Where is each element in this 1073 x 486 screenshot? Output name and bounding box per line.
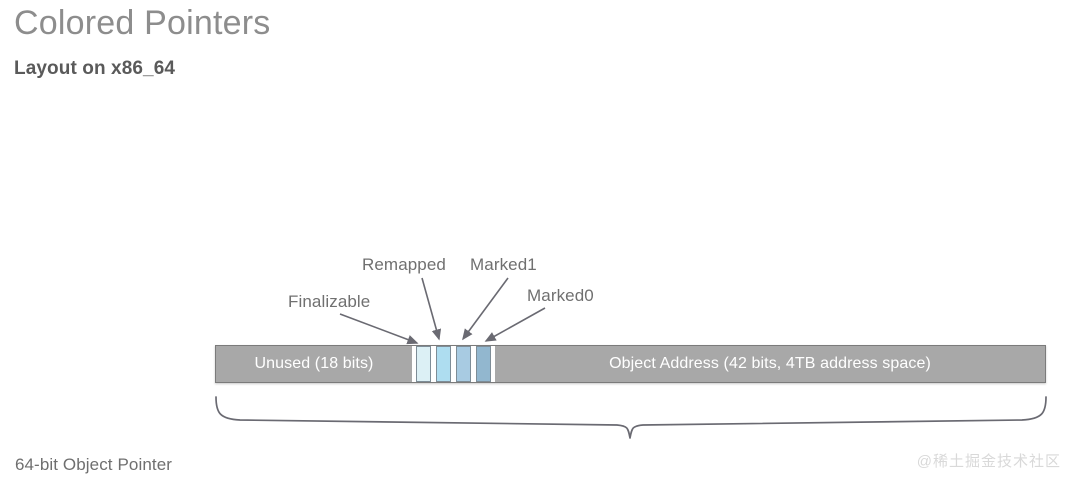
- watermark: @稀土掘金技术社区: [916, 453, 1061, 470]
- bar-bit-marked1: [455, 346, 472, 382]
- leader-arrow-remapped: [421, 277, 442, 341]
- bit-gap: [492, 346, 495, 382]
- bar-segment-unused: Unused (18 bits): [216, 346, 412, 382]
- bar-bit-remapped: [435, 346, 452, 382]
- callout-label-finalizable: Finalizable: [288, 292, 371, 311]
- callout-label-marked0: Marked0: [527, 286, 594, 305]
- bit-gap: [472, 346, 475, 382]
- bar-bit-marked0: [475, 346, 492, 382]
- bar-bit-finalizable: [415, 346, 432, 382]
- leader-arrow-marked1: [462, 277, 509, 341]
- brace-caption-label: 64-bit Object Pointer: [14, 455, 173, 474]
- page-subtitle: Layout on x86_64: [14, 58, 176, 79]
- pointer-bar: Unused (18 bits) Object Address (42 bits…: [215, 345, 1046, 383]
- bar-segment-object-address-label: Object Address (42 bits, 4TB address spa…: [609, 355, 931, 372]
- bar-segment-object-address: Object Address (42 bits, 4TB address spa…: [495, 346, 1045, 382]
- brace-caption: 64-bit Object Pointer: [0, 455, 1073, 475]
- callout-label-remapped: Remapped: [362, 255, 446, 274]
- callout-label-marked1: Marked1: [470, 255, 537, 274]
- bit-gap: [412, 346, 415, 382]
- leader-arrow-finalizable: [339, 313, 419, 345]
- bar-segment-unused-label: Unused (18 bits): [254, 355, 374, 372]
- curly-brace: [215, 396, 1047, 439]
- bit-gap: [432, 346, 435, 382]
- leader-arrow-marked0: [484, 307, 546, 342]
- page-title: Colored Pointers: [14, 4, 271, 42]
- bit-gap: [452, 346, 455, 382]
